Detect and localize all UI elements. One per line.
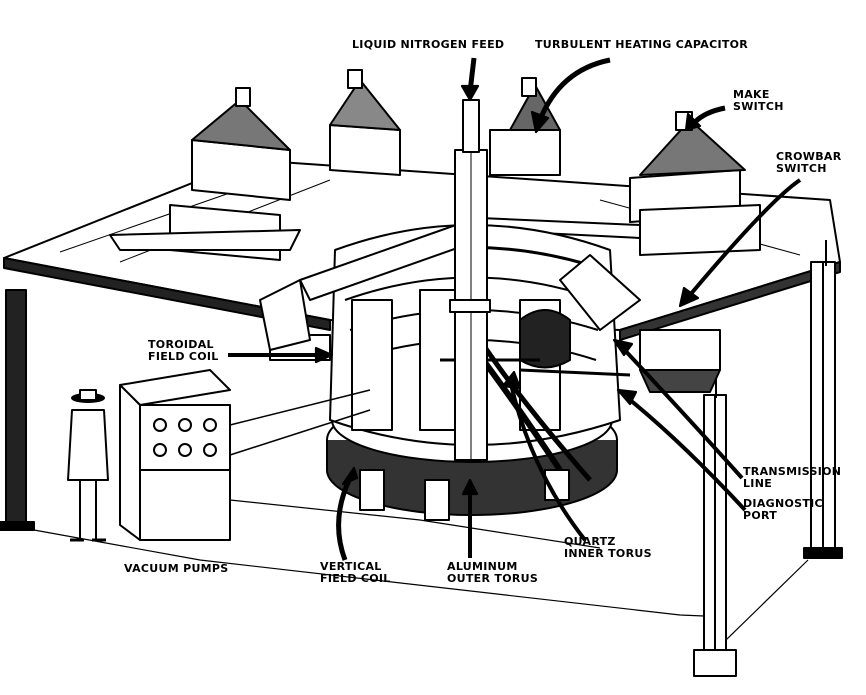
label-vertical-field-coil: VERTICAL FIELD COIL	[320, 561, 391, 585]
label-quartz-inner-torus: QUARTZ INNER TORUS	[564, 536, 652, 560]
leader-arrows	[228, 57, 802, 561]
label-toroidal-field-coil-line2: FIELD COIL	[148, 350, 219, 363]
vacuum-pump-cabinet	[119, 369, 371, 541]
label-quartz-inner-torus-line1: QUARTZ	[564, 535, 616, 548]
label-crowbar-switch-line1: CROWBAR	[776, 150, 842, 163]
label-aluminum-outer-torus-line1: ALUMINUM	[447, 560, 518, 573]
label-liquid-nitrogen-feed: LIQUID NITROGEN FEED	[352, 38, 505, 51]
nitrogen-column	[449, 99, 491, 461]
capacitor-banks	[109, 69, 761, 261]
label-diagnostic-port-line2: PORT	[743, 509, 778, 522]
label-quartz-inner-torus-line2: INNER TORUS	[564, 547, 652, 560]
label-diagnostic-port: DIAGNOSTIC PORT	[743, 498, 823, 522]
label-make-switch-line2: SWITCH	[733, 100, 784, 113]
label-crowbar-switch: CROWBAR SWITCH	[776, 151, 842, 175]
label-transmission-line-line2: LINE	[743, 477, 773, 490]
label-toroidal-field-coil: TOROIDAL FIELD COIL	[148, 339, 219, 363]
label-make-switch-line1: MAKE	[733, 88, 770, 101]
label-aluminum-outer-torus: ALUMINUM OUTER TORUS	[447, 561, 538, 585]
label-vacuum-pumps: VACUUM PUMPS	[124, 562, 229, 575]
label-make-switch: MAKE SWITCH	[733, 89, 784, 113]
floor-outline	[33, 499, 809, 641]
human-figure	[67, 389, 109, 542]
label-transmission-line-line1: TRANSMISSION	[743, 465, 842, 478]
label-turbulent-heating-capacitor: TURBULENT HEATING CAPACITOR	[535, 38, 749, 51]
label-crowbar-switch-line2: SWITCH	[776, 162, 827, 175]
label-diagnostic-port-line1: DIAGNOSTIC	[743, 497, 823, 510]
label-transmission-line: TRANSMISSION LINE	[743, 466, 841, 490]
support-legs	[0, 240, 843, 677]
label-aluminum-outer-torus-line2: OUTER TORUS	[447, 572, 539, 585]
label-toroidal-field-coil-line1: TOROIDAL	[148, 338, 214, 351]
label-vertical-field-coil-line2: FIELD COIL	[320, 572, 391, 585]
label-vertical-field-coil-line1: VERTICAL	[320, 560, 382, 573]
